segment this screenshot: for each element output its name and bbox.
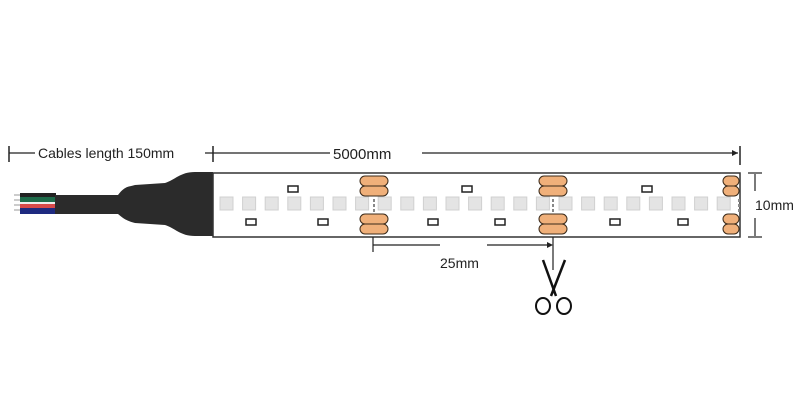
led-chip (309, 196, 324, 211)
resistor-component (287, 185, 299, 193)
solder-pad (538, 213, 568, 225)
led-chip (355, 196, 370, 211)
strip-width-dimension: 10mm (748, 172, 794, 238)
solder-pad-groups (359, 175, 740, 235)
led-chip (626, 196, 641, 211)
led-chip (716, 196, 731, 211)
strip-length-label: 5000mm (333, 146, 391, 163)
solder-pad (538, 175, 568, 187)
resistor-component (317, 218, 329, 226)
scissors-icon (535, 259, 572, 315)
resistor-component (245, 218, 257, 226)
led-chip (445, 196, 460, 211)
cable-length-label: Cables length 150mm (38, 145, 174, 161)
resistor-row (245, 185, 689, 226)
strip-length-dimension: 5000mm (333, 146, 741, 165)
cable-length-dimension: Cables length 150mm (8, 145, 330, 162)
cut-interval-dimension: 25mm (372, 237, 554, 271)
solder-pad (538, 185, 568, 197)
led-chip (694, 196, 709, 211)
solder-pad (359, 213, 389, 225)
led-chip (513, 196, 528, 211)
led-chip (287, 196, 302, 211)
resistor-component (677, 218, 689, 226)
wire-bundle (14, 193, 56, 214)
led-chip (558, 196, 573, 211)
solder-pad (722, 185, 740, 197)
resistor-component (427, 218, 439, 226)
solder-pad (538, 223, 568, 235)
led-chip (219, 196, 234, 211)
solder-pad (722, 175, 740, 187)
cable-sleeve (55, 172, 213, 236)
strip-width-label: 10mm (755, 197, 794, 213)
solder-pad (359, 185, 389, 197)
resistor-component (609, 218, 621, 226)
solder-pad (722, 213, 740, 225)
solder-pad (359, 223, 389, 235)
led-chip (242, 196, 257, 211)
led-chip (377, 196, 392, 211)
resistor-component (461, 185, 473, 193)
led-chip (332, 196, 347, 211)
led-chip (422, 196, 437, 211)
led-chip (671, 196, 686, 211)
led-chip (264, 196, 279, 211)
led-chip (468, 196, 483, 211)
solder-pad (722, 223, 740, 235)
led-chip (603, 196, 618, 211)
led-chip (400, 196, 415, 211)
led-chip (581, 196, 596, 211)
solder-pad (359, 175, 389, 187)
cut-interval-label: 25mm (440, 255, 479, 271)
led-chip (490, 196, 505, 211)
resistor-component (494, 218, 506, 226)
led-chip (648, 196, 663, 211)
led-row (219, 196, 731, 211)
resistor-component (641, 185, 653, 193)
led-chip (535, 196, 550, 211)
